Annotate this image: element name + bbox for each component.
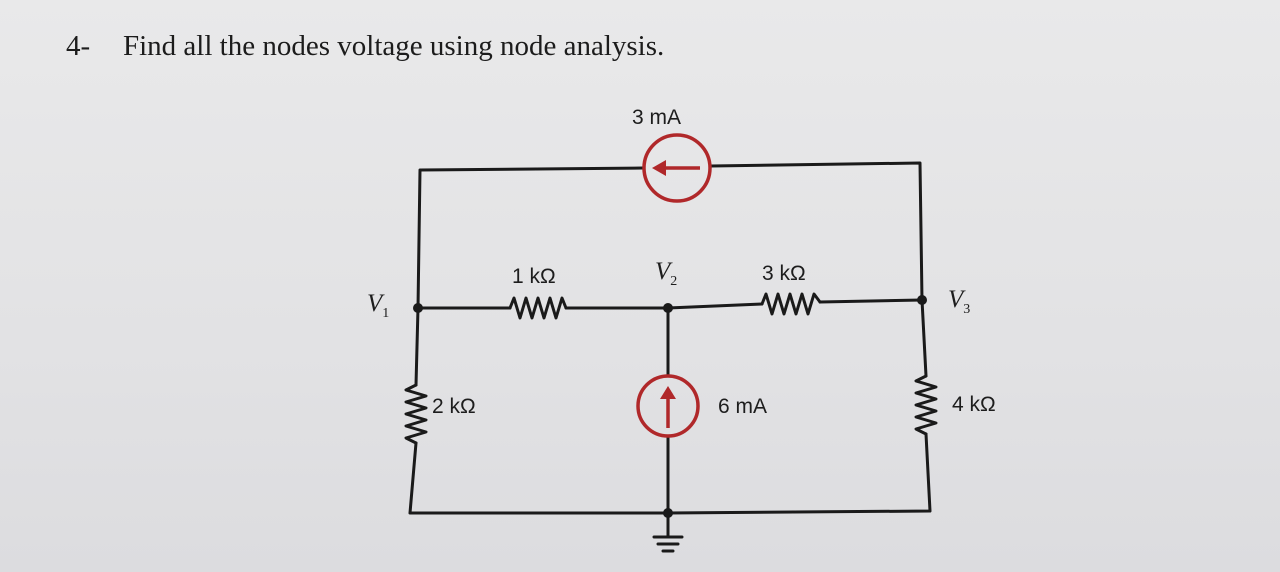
problem-text: Find all the nodes voltage using node an… xyxy=(123,30,665,62)
node-label-v1: V1 xyxy=(367,290,390,321)
wire-r4-bottom xyxy=(666,432,932,515)
problem-statement: 4- Find all the nodes voltage using node … xyxy=(66,30,664,63)
label-1k: 1 kΩ xyxy=(512,265,556,288)
resistor-2k xyxy=(404,383,428,445)
node-label-v3: V3 xyxy=(948,286,971,317)
wire-v2-r3 xyxy=(666,302,764,310)
wire-r2-bottom xyxy=(408,441,670,515)
wire-v1-r2 xyxy=(414,306,420,387)
wire-top xyxy=(416,161,924,310)
ground-symbol xyxy=(652,535,684,553)
label-2k: 2 kΩ xyxy=(432,395,476,418)
resistor-3k xyxy=(760,292,822,316)
label-4k: 4 kΩ xyxy=(952,393,996,416)
current-source-3ma xyxy=(642,133,712,203)
resistor-4k xyxy=(914,374,938,436)
problem-number: 4- xyxy=(66,30,91,62)
node-label-v2: V2 xyxy=(655,258,678,289)
node-dot-v3 xyxy=(917,295,927,305)
node-dot-ground xyxy=(663,508,673,518)
node-dot-v1 xyxy=(413,303,423,313)
resistor-1k xyxy=(508,296,568,320)
wire-r3-v3 xyxy=(818,298,924,304)
wire-v3-r4 xyxy=(920,298,928,378)
current-source-6ma xyxy=(636,374,700,438)
label-3ma: 3 mA xyxy=(632,106,682,129)
node-dot-v2 xyxy=(663,303,673,313)
label-3k: 3 kΩ xyxy=(762,262,806,285)
label-6ma: 6 mA xyxy=(718,395,768,418)
